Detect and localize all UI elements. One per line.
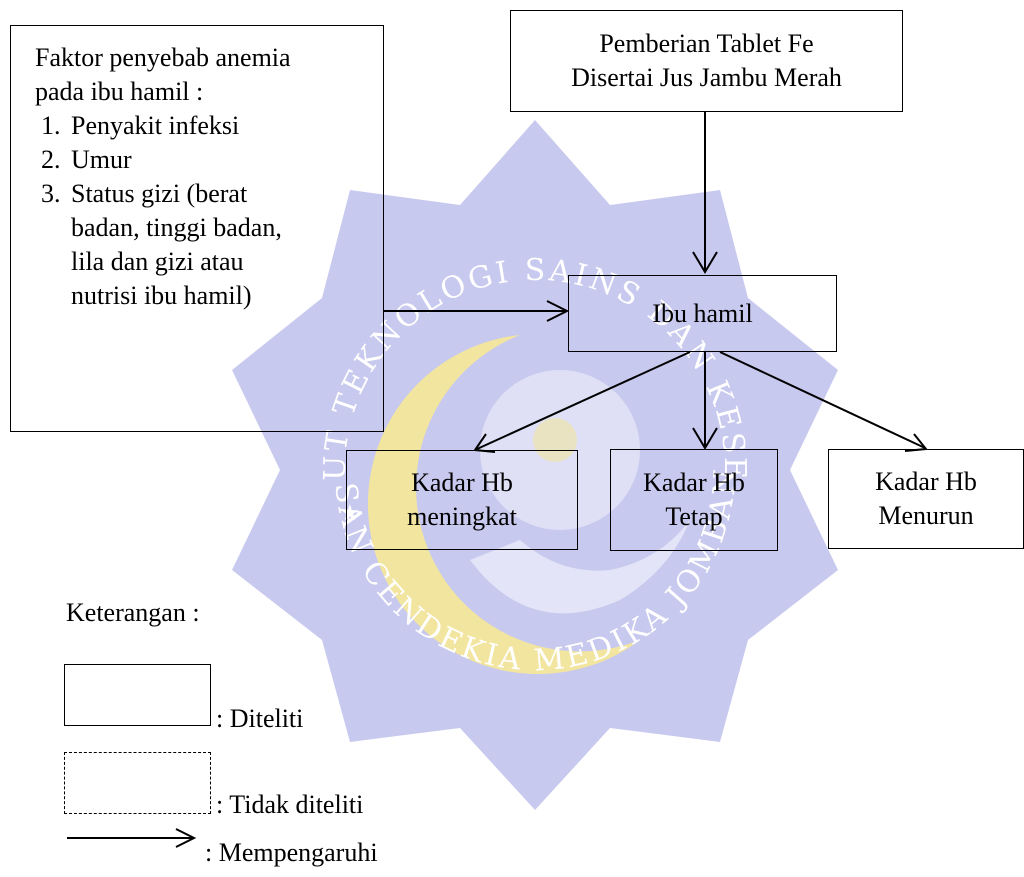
hb-down-box: Kadar Hb Menurun <box>828 449 1024 549</box>
intervention-box: Pemberian Tablet Fe Disertai Jus Jambu M… <box>510 10 903 112</box>
hb-down-line2: Menurun <box>878 501 974 530</box>
legend-solid-box <box>64 664 211 726</box>
intervention-line2: Disertai Jus Jambu Merah <box>571 63 842 92</box>
hb-down-line1: Kadar Hb <box>875 467 977 496</box>
arrow-mother-to-hb-down <box>719 351 926 449</box>
mother-box: Ibu hamil <box>568 275 837 352</box>
intervention-line1: Pemberian Tablet Fe <box>599 29 814 58</box>
hb-same-line2: Tetap <box>665 502 723 531</box>
factors-box: Faktor penyebab anemia pada ibu hamil : … <box>10 25 384 432</box>
legend-dashed-label: : Tidak diteliti <box>216 790 364 819</box>
hb-up-line2: meningkat <box>407 502 517 531</box>
hb-same-box: Kadar Hb Tetap <box>610 449 778 551</box>
mother-label: Ibu hamil <box>652 298 753 328</box>
watermark-hand <box>470 520 690 614</box>
watermark-star: ★ <box>340 501 360 526</box>
legend-dashed-box <box>64 752 211 814</box>
legend-title: Keterangan : <box>66 598 200 627</box>
legend-solid-label: : Diteliti <box>216 704 304 733</box>
factors-heading: Faktor penyebab anemia pada ibu hamil : <box>35 43 291 106</box>
watermark-crescent <box>367 335 640 675</box>
arrow-mother-to-hb-up <box>476 351 691 450</box>
factor-item: Penyakit infeksi <box>67 109 373 143</box>
factors-list: Penyakit infeksi Umur Status gizi (berat… <box>35 109 373 313</box>
legend-arrow-label: : Mempengaruhi <box>205 838 378 867</box>
hb-same-line1: Kadar Hb <box>643 468 745 497</box>
watermark-emblem <box>533 418 577 462</box>
hb-up-line1: Kadar Hb <box>411 468 513 497</box>
factor-item: Umur <box>67 143 373 177</box>
factor-item: Status gizi (berat badan, tinggi badan, … <box>67 177 316 313</box>
hb-up-box: Kadar Hb meningkat <box>346 450 578 550</box>
